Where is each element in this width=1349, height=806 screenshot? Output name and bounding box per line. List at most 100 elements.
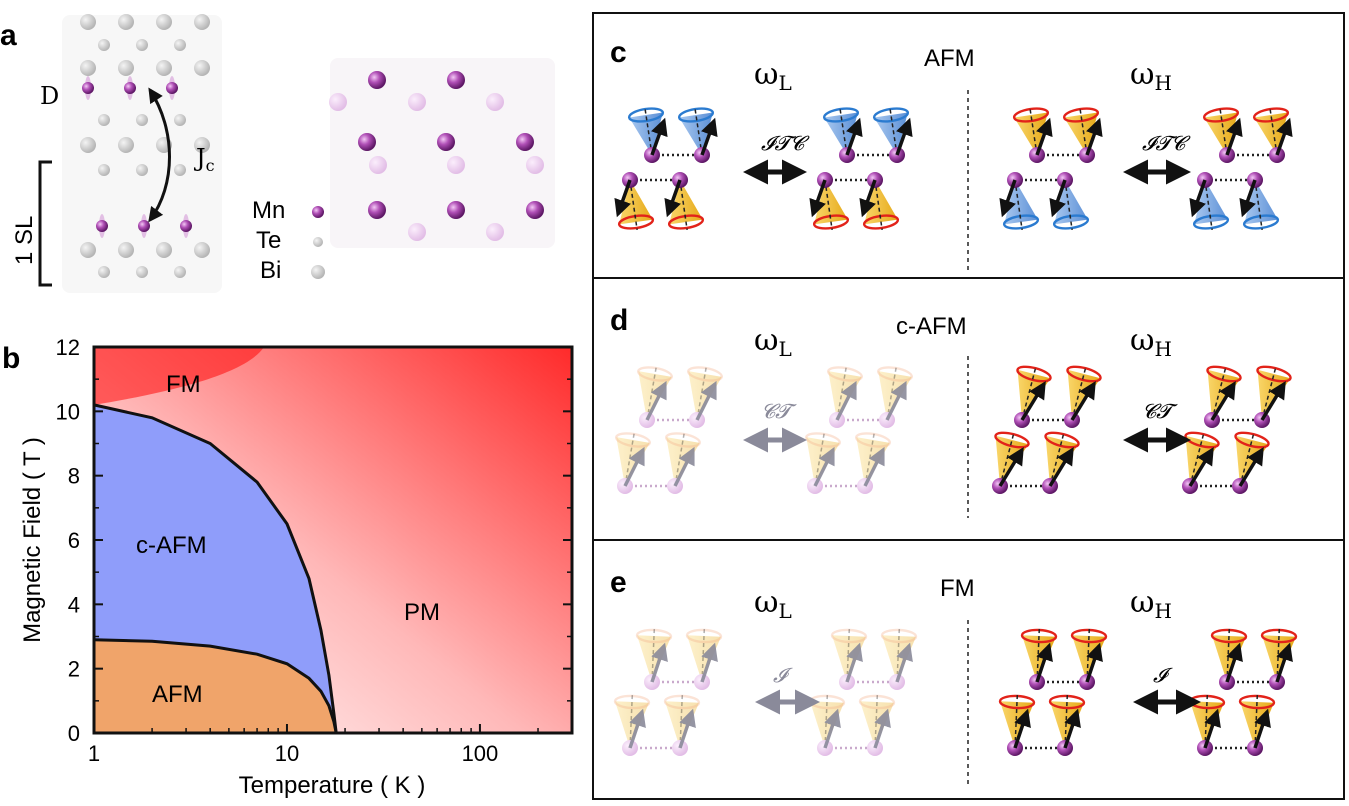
cone-axis (1204, 179, 1213, 231)
crystal-top-bg (330, 58, 555, 248)
panel-c-title: AFM (924, 45, 975, 72)
legend-bi-label: Bi (260, 257, 281, 284)
cone-axis (846, 627, 851, 683)
te-bi-atom (136, 114, 148, 126)
te-bi-atom (98, 266, 110, 278)
spin-illustrations (613, 90, 1298, 785)
x-axis-label: Temperature ( K ) (239, 772, 426, 799)
cone-axis (836, 365, 848, 421)
legend-mn-label: Mn (252, 197, 285, 224)
te-bi-atom (136, 39, 148, 51)
cone-axis (651, 627, 656, 683)
cone-rim (1044, 431, 1080, 449)
spin-arrow (1275, 117, 1293, 156)
te-bi-atom (194, 14, 210, 30)
jc-arrow (148, 87, 171, 223)
mn-atom (82, 82, 94, 94)
spin-arrow (1260, 381, 1286, 421)
right-panel-frame (592, 12, 1345, 800)
spin-arrow (863, 446, 885, 487)
cone-axis (679, 179, 688, 231)
cone-axis (874, 179, 883, 231)
fm-region-label: FM (166, 371, 201, 398)
mn-light-atom (408, 223, 426, 241)
mn-atom (124, 82, 136, 94)
cone-rim (677, 107, 715, 123)
te-bi-atom (136, 266, 148, 278)
cone-axis (1086, 627, 1091, 683)
cone-axis (629, 693, 634, 749)
precession-cone (616, 437, 650, 486)
cone-rim (830, 628, 868, 644)
cone-axis (1064, 179, 1073, 231)
mn-light-atom (329, 93, 347, 111)
cone-rim (1066, 365, 1102, 383)
cone-rim (855, 432, 891, 448)
cone-axis (644, 106, 653, 156)
te-bi-atom (118, 14, 134, 30)
panel-label-d: d (610, 304, 628, 337)
cone-axis (624, 431, 636, 487)
mn-atom (138, 220, 150, 232)
cone-rim (1206, 365, 1242, 383)
cone-rim (615, 432, 651, 448)
mn-light-atom (447, 156, 465, 174)
precession-cone (638, 371, 672, 420)
spin-arrow (614, 179, 632, 218)
fm-region (94, 347, 264, 405)
cone-axis (1254, 693, 1259, 749)
cone-rim (1202, 107, 1240, 123)
panel-label-c: c (610, 36, 627, 69)
x-tick-label: 10 (275, 741, 299, 766)
panel-label-a: a (0, 19, 17, 52)
cone-axis (874, 693, 879, 749)
mn-light-atom (408, 93, 426, 111)
spin-arrow (1189, 179, 1207, 218)
panel-e-omega-l: ωL (754, 585, 792, 623)
spin-arrow (1070, 381, 1096, 421)
spin-arrow (813, 446, 835, 487)
cone-rim (994, 431, 1030, 449)
y-tick-label: 8 (68, 464, 80, 489)
spin-arrow (1239, 179, 1257, 218)
spin-arrow (999, 179, 1017, 218)
cone-axis (1254, 179, 1263, 231)
spin-arrow (1020, 381, 1046, 421)
cone-rim (627, 107, 665, 123)
cone-axis (1226, 627, 1231, 683)
panel-d: d c-AFM ωL ωH 𝓒𝓣 𝓒𝓣 (610, 304, 1178, 423)
mn-light-atom (486, 93, 504, 111)
te-bi-atom (98, 164, 110, 176)
panel-d-omega-l: ωL (754, 323, 792, 361)
spin-arrow (845, 642, 863, 683)
cone-axis (679, 693, 684, 749)
te-bi-atom (80, 242, 96, 258)
sl-bracket (38, 160, 52, 287)
spin-arrow (885, 380, 907, 421)
c-afm-region-label: c-AFM (136, 532, 207, 559)
spin-arrow (645, 380, 667, 421)
jc-label: Jc (193, 144, 215, 175)
crystal-side-view (62, 14, 222, 293)
cone-rim (663, 694, 701, 710)
cafm-afm-boundary (93, 638, 338, 734)
cone-rim (822, 107, 860, 123)
y-tick-label: 6 (68, 528, 80, 553)
cone-axis (1204, 693, 1209, 749)
x-tick-label: 1 (88, 741, 100, 766)
panel-c-omega-h: ωH (1130, 57, 1172, 95)
cone-axis (674, 431, 686, 487)
cone-axis (1014, 693, 1019, 749)
y-tick-label: 12 (56, 335, 80, 360)
cone-axis (889, 106, 898, 156)
cone-axis (886, 365, 898, 421)
spin-arrow (1085, 117, 1103, 156)
cone-axis (694, 106, 703, 156)
panel-e-title: FM (940, 575, 975, 602)
mn-atom (166, 82, 178, 94)
spin-arrow (895, 642, 913, 683)
spin-arrow (1048, 447, 1074, 487)
mn-atom (447, 71, 465, 89)
panel-e-op-h: 𝓘 (1153, 663, 1173, 687)
